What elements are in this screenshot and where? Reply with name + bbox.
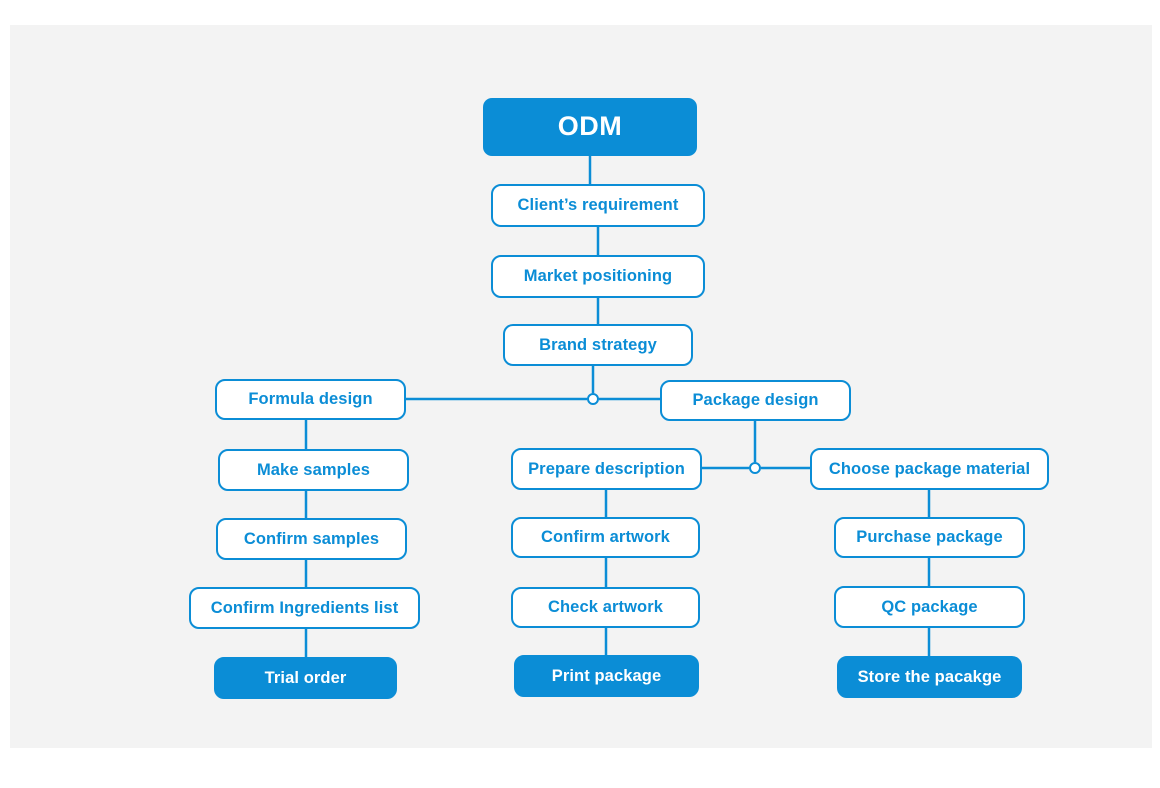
node-label: Formula design — [248, 390, 373, 409]
node-label: QC package — [881, 597, 978, 616]
node-brand_strategy[interactable]: Brand strategy — [503, 324, 693, 366]
node-label: Trial order — [264, 668, 347, 687]
junction_right-node — [749, 462, 761, 474]
node-label: Print package — [551, 666, 662, 685]
node-label: Make samples — [256, 460, 371, 479]
node-label: Store the pacakge — [857, 667, 1002, 686]
node-purchase_pkg[interactable]: Purchase package — [834, 517, 1025, 558]
node-label: Confirm artwork — [541, 528, 670, 547]
node-label: Confirm Ingredients list — [210, 598, 399, 617]
node-market_pos[interactable]: Market positioning — [491, 255, 705, 298]
node-store_pkg[interactable]: Store the pacakge — [837, 656, 1022, 698]
node-label: Check artwork — [547, 598, 663, 617]
node-label: Choose package material — [828, 459, 1031, 478]
node-package_design[interactable]: Package design — [660, 380, 851, 421]
node-prepare_desc[interactable]: Prepare description — [511, 448, 702, 490]
node-confirm_ingr[interactable]: Confirm Ingredients list — [189, 587, 420, 629]
node-confirm_samples[interactable]: Confirm samples — [216, 518, 407, 560]
node-print_package[interactable]: Print package — [514, 655, 699, 697]
node-make_samples[interactable]: Make samples — [218, 449, 409, 491]
node-label: Prepare description — [528, 459, 685, 478]
node-choose_mat[interactable]: Choose package material — [810, 448, 1049, 490]
node-label: Client’s requirement — [517, 196, 679, 215]
node-check_art[interactable]: Check artwork — [511, 587, 700, 628]
node-confirm_art[interactable]: Confirm artwork — [511, 517, 700, 558]
node-trial_order[interactable]: Trial order — [214, 657, 397, 699]
node-label: Confirm samples — [243, 529, 380, 548]
connector-layer — [304, 156, 931, 657]
node-label: Brand strategy — [539, 335, 657, 354]
node-client_req[interactable]: Client’s requirement — [491, 184, 705, 227]
node-label: ODM — [557, 111, 623, 142]
node-label: Market positioning — [523, 267, 673, 286]
junction_left-node — [587, 393, 599, 405]
node-label: Purchase package — [856, 528, 1003, 547]
node-odm[interactable]: ODM — [483, 98, 697, 156]
node-formula_design[interactable]: Formula design — [215, 379, 406, 420]
node-label: Package design — [692, 391, 819, 410]
node-qc_package[interactable]: QC package — [834, 586, 1025, 628]
